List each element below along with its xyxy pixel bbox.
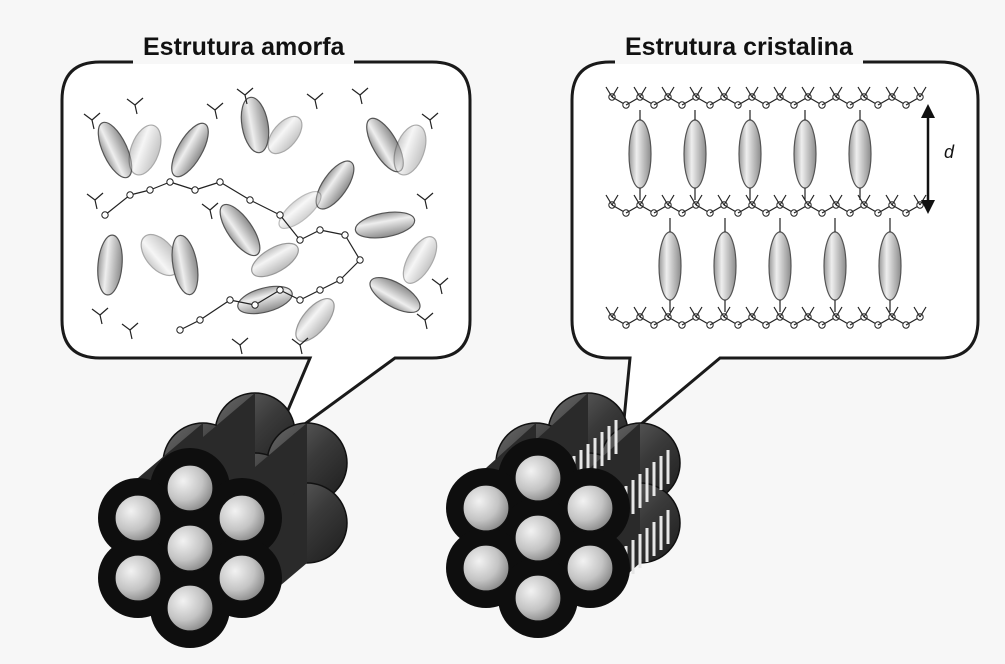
mesogen-ellipsoid — [794, 120, 816, 188]
siloxane-node — [357, 257, 363, 263]
siloxane-node — [317, 227, 323, 233]
spacing-label: d — [944, 142, 954, 163]
pore-opening — [567, 545, 613, 591]
mesogen-ellipsoid — [714, 232, 736, 300]
siloxane-node — [247, 197, 253, 203]
mesogen-ellipsoid — [824, 232, 846, 300]
siloxane-node — [252, 302, 258, 308]
siloxane-node — [197, 317, 203, 323]
siloxane-node — [337, 277, 343, 283]
pore-opening — [515, 515, 561, 561]
pore-opening — [115, 555, 161, 601]
pore-opening — [167, 585, 213, 631]
mesogen-ellipsoid — [629, 120, 651, 188]
siloxane-node — [227, 297, 233, 303]
mesogen-ellipsoid — [684, 120, 706, 188]
pore-opening — [167, 465, 213, 511]
amorphous-mesoporous-particle — [98, 393, 347, 648]
pore-opening — [219, 555, 265, 601]
siloxane-node — [192, 187, 198, 193]
siloxane-node — [342, 232, 348, 238]
amorphous-structure-title: Estrutura amorfa — [133, 30, 354, 64]
mesogen-ellipsoid — [769, 232, 791, 300]
pore-opening — [219, 495, 265, 541]
siloxane-node — [217, 179, 223, 185]
mesogen-ellipsoid — [879, 232, 901, 300]
pore-opening — [515, 455, 561, 501]
siloxane-node — [102, 212, 108, 218]
pore-opening — [463, 485, 509, 531]
pore-opening — [515, 575, 561, 621]
pore-opening — [115, 495, 161, 541]
mesogen-ellipsoid — [849, 120, 871, 188]
crystalline-structure-title: Estrutura cristalina — [615, 30, 863, 64]
pore-opening — [463, 545, 509, 591]
pore-opening — [167, 525, 213, 571]
siloxane-node — [167, 179, 173, 185]
siloxane-node — [277, 287, 283, 293]
siloxane-node — [277, 212, 283, 218]
mesogen-ellipsoid — [659, 232, 681, 300]
siloxane-node — [317, 287, 323, 293]
siloxane-node — [147, 187, 153, 193]
pore-opening — [567, 485, 613, 531]
mesogen-ellipsoid — [739, 120, 761, 188]
siloxane-node — [297, 237, 303, 243]
siloxane-node — [297, 297, 303, 303]
siloxane-node — [127, 192, 133, 198]
siloxane-node — [177, 327, 183, 333]
